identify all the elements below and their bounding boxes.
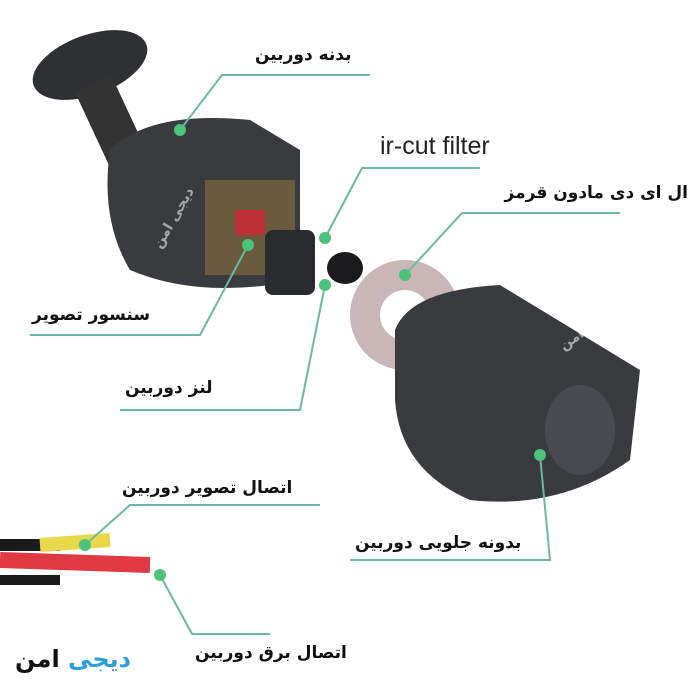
label-front-body: بدونه جلویی دوربین (355, 533, 522, 553)
logo: دیجی امن (15, 645, 131, 673)
dot-body (174, 124, 186, 136)
label-body: بدنه دوربین (255, 45, 352, 65)
leader-ir-cut (324, 167, 480, 239)
leader-lens (120, 284, 326, 411)
label-sensor: سنسور تصویر (32, 305, 151, 325)
yellow-connector (39, 533, 111, 552)
dot-front-body (534, 449, 546, 461)
leader-front-body (350, 454, 552, 561)
marker-dots (79, 124, 546, 581)
dot-lens (319, 279, 331, 291)
leader-power (159, 574, 270, 635)
leader-body (179, 74, 370, 131)
mount-base (32, 30, 148, 100)
label-video-connector: اتصال تصویر دوربین (122, 478, 293, 498)
lens-holder (265, 230, 315, 295)
logo-part1: دیجی (68, 645, 131, 673)
dot-ir-cut (319, 232, 331, 244)
front-lens-opening (545, 385, 615, 475)
leader-sensor (30, 244, 249, 336)
label-power-connector: اتصال برق دوربین (195, 643, 347, 663)
leader-lines (30, 74, 620, 635)
lens-barrel (327, 252, 363, 284)
dot-ir-led (399, 269, 411, 281)
red-connector (0, 552, 151, 573)
leader-video (84, 504, 320, 546)
logo-part2: امن (15, 645, 60, 673)
leader-ir-led (404, 212, 620, 276)
label-ir-cut: ir-cut filter (380, 132, 490, 160)
label-ir-led: ال ای دی مادون قرمز (504, 183, 688, 203)
sensor-chip (235, 210, 265, 235)
label-lens: لنز دوربین (125, 378, 213, 398)
dot-sensor (242, 239, 254, 251)
dot-video (79, 539, 91, 551)
dot-power (154, 569, 166, 581)
